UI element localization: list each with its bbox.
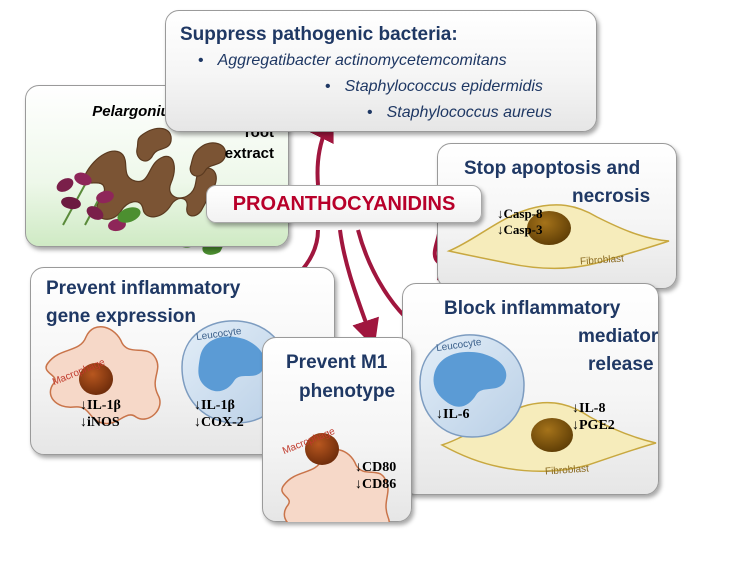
apoptosis-title-1: Stop apoptosis and	[464, 158, 641, 179]
leucocyte-nucleus	[433, 351, 507, 407]
flower-icon	[56, 172, 141, 232]
m1-cells	[281, 433, 390, 522]
extract-line3: extract	[224, 145, 274, 162]
apoptosis-marker-2: Casp-3	[503, 222, 543, 237]
down-arrow-icon: ↓	[80, 398, 87, 413]
apoptosis-fibroblast-label: Fibroblast	[579, 253, 625, 268]
mediator-title-3: release	[588, 354, 654, 375]
mediator-leucocyte-marker-1: IL-6	[443, 407, 470, 422]
down-arrow-icon: ↓	[436, 407, 443, 422]
bacteria-item-2-text: Staphylococcus epidermidis	[344, 78, 543, 95]
down-arrow-icon: ↓	[194, 398, 201, 413]
mediator-fibroblast-markers: ↓IL-8 ↓PGE2	[572, 400, 615, 434]
macrophage-marker-1: IL-1β	[87, 398, 121, 413]
bacteria-item-2: •Staphylococcus epidermidis	[325, 78, 543, 95]
inflam-gene-leucocyte-markers: ↓IL-1β ↓COX-2	[194, 397, 244, 431]
mediator-title-2: mediator	[578, 326, 659, 347]
inflam-gene-title-2: gene expression	[46, 306, 196, 327]
mediator-title-1: Block inflammatory	[444, 298, 621, 319]
arrow-to-m1	[338, 229, 379, 348]
inflam-gene-macrophage-markers: ↓IL-1β ↓iNOS	[80, 397, 121, 431]
m1-markers: ↓CD80 ↓CD86	[355, 459, 396, 493]
mediator-fibroblast-label: Fibroblast	[544, 463, 590, 478]
inflam-gene-cells	[45, 320, 289, 425]
mediator-fibroblast-marker-1: IL-8	[579, 401, 606, 416]
leucocyte-marker-2: COX-2	[201, 415, 244, 430]
center-label: PROANTHOCYANIDINS	[232, 193, 456, 215]
down-arrow-icon: ↓	[194, 415, 201, 430]
down-arrow-icon: ↓	[572, 418, 579, 433]
mediator-leucocyte-markers: ↓IL-6	[436, 406, 469, 423]
bacteria-item-3: •Staphylococcus aureus	[367, 104, 553, 121]
m1-title-1: Prevent M1	[286, 352, 388, 373]
apoptosis-marker-1: Casp-8	[503, 206, 543, 221]
down-arrow-icon: ↓	[497, 206, 504, 221]
inflam-gene-title-1: Prevent inflammatory	[46, 278, 241, 299]
down-arrow-icon: ↓	[355, 460, 362, 475]
mediator-cells	[419, 334, 657, 472]
bacteria-item-1-text: Aggregatibacter actinomycetemcomitans	[217, 52, 507, 69]
macrophage-cell-shape	[281, 448, 390, 522]
bacteria-box	[165, 10, 597, 132]
leucocyte-marker-1: IL-1β	[201, 398, 235, 413]
bacteria-title: Suppress pathogenic bacteria:	[180, 24, 458, 45]
down-arrow-icon: ↓	[497, 222, 504, 237]
down-arrow-icon: ↓	[572, 401, 579, 416]
apoptosis-markers: ↓Casp-8 ↓Casp-3	[497, 206, 543, 238]
bacteria-item-1: •Aggregatibacter actinomycetemcomitans	[198, 52, 507, 69]
down-arrow-icon: ↓	[355, 477, 362, 492]
m1-marker-1: CD80	[362, 460, 397, 475]
fibroblast-nucleus	[527, 211, 571, 245]
center-label-box	[206, 185, 482, 223]
apoptosis-title-2: necrosis	[572, 186, 651, 207]
macrophage-marker-2: iNOS	[87, 415, 120, 430]
fibroblast-nucleus	[531, 418, 573, 452]
down-arrow-icon: ↓	[80, 415, 87, 430]
mediator-fibroblast-marker-2: PGE2	[579, 418, 615, 433]
leucocyte-nucleus	[198, 336, 265, 392]
m1-marker-2: CD86	[362, 477, 397, 492]
macrophage-nucleus	[79, 363, 113, 395]
apoptosis-fibroblast	[446, 204, 670, 269]
bacteria-item-3-text: Staphylococcus aureus	[386, 104, 553, 121]
macrophage-nucleus	[305, 433, 339, 465]
m1-title-2: phenotype	[299, 381, 396, 402]
